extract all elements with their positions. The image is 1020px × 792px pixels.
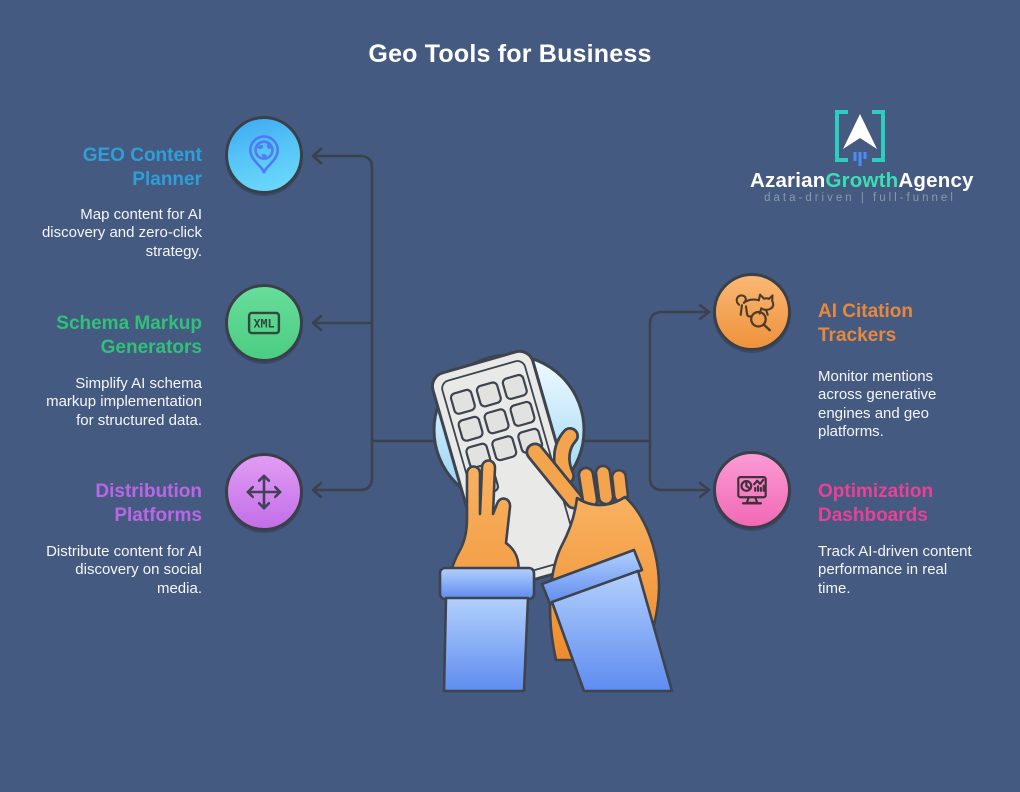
right-knuckle-3-fill: [613, 471, 627, 501]
right-knuckle-2-fill: [597, 467, 612, 503]
move-arrows-icon: [235, 463, 293, 521]
logo-part-growth: Growth: [825, 169, 899, 192]
node-optimization-dashboards: [713, 451, 791, 529]
left-sleeve: [438, 566, 536, 693]
page-title: Geo Tools for Business: [368, 40, 652, 68]
right-knuckle-1-fill: [580, 469, 596, 506]
node-ai-citation-trackers: [713, 273, 791, 351]
item-desc-ai-citation-trackers: Monitor mentions across generative engin…: [818, 368, 937, 440]
agency-logo-name: AzarianGrowthAgency: [750, 169, 974, 193]
item-desc-geo-content-planner: Map content for AI discovery and zero-cl…: [41, 206, 202, 260]
logo-part-agency: Agency: [898, 169, 974, 192]
right-sleeve: [540, 548, 674, 693]
node-geo-content-planner: [225, 116, 303, 194]
item-desc-optimization-dashboards: Track AI-driven content performance in r…: [818, 543, 972, 597]
item-desc-schema-markup-generators: Simplify AI schema markup implementation…: [46, 375, 202, 429]
item-title-distribution-platforms: Distribution Platforms: [95, 481, 202, 527]
right-thumb-fill: [555, 429, 577, 483]
agency-logo-tagline: data-driven | full-funnel: [764, 192, 956, 204]
xml-label: XML: [253, 316, 274, 330]
logo-part-azarian: Azarian: [750, 169, 826, 192]
cat-magnifier-icon: [723, 283, 781, 341]
item-title-geo-content-planner: GEO Content Planner: [82, 145, 202, 191]
right-index-finger-fill: [528, 445, 581, 507]
item-title-schema-markup-generators: Schema Markup Generators: [56, 313, 202, 359]
node-distribution-platforms: [225, 453, 303, 531]
item-title-optimization-dashboards: Optimization Dashboards: [818, 481, 934, 527]
item-desc-distribution-platforms: Distribute content for AI discovery on s…: [46, 543, 202, 597]
item-title-ai-citation-trackers: AI Citation Trackers: [818, 301, 913, 347]
map-pin-globe-icon: [235, 126, 293, 184]
agency-logo-mark-icon: [835, 110, 885, 166]
dashboard-monitor-icon: [723, 461, 781, 519]
node-schema-markup-generators: XML: [225, 284, 303, 362]
xml-markup-icon: XML: [235, 294, 293, 352]
hands-calculator-illustration: [430, 349, 674, 693]
